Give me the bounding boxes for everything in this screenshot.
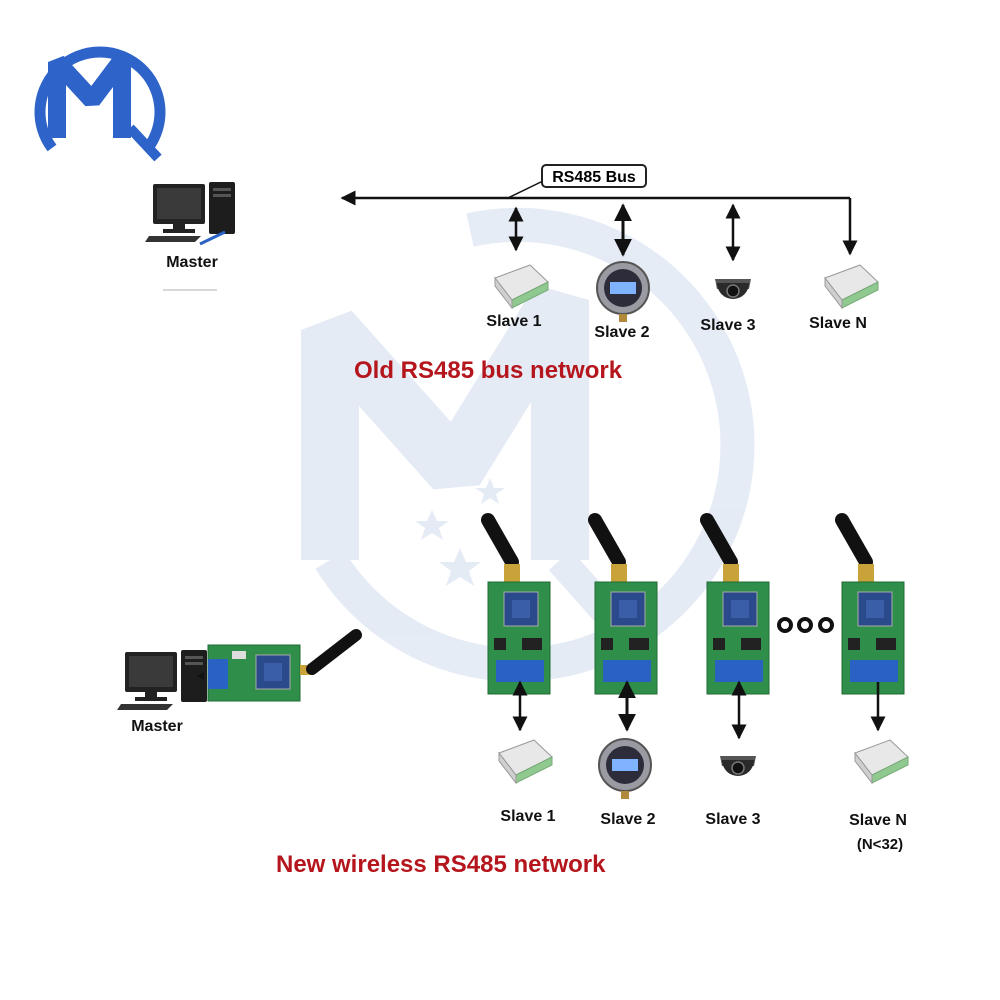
new-slave-2-label: Slave 2 xyxy=(600,811,656,828)
old-slave-n-scale-icon xyxy=(824,264,879,310)
old-master-label: Master xyxy=(166,254,218,271)
new-slave-n-label: Slave N xyxy=(849,812,907,829)
computer-icon xyxy=(117,650,207,710)
mq-logo xyxy=(34,46,166,162)
old-slave-3-dome-camera-icon xyxy=(715,279,751,299)
master-wireless-module-icon xyxy=(207,629,362,702)
new-slave-1-label: Slave 1 xyxy=(500,808,556,825)
rs485-bus-line xyxy=(340,179,858,262)
slave-connection-arrows xyxy=(512,680,886,740)
old-slave-2-meter-icon xyxy=(596,261,650,322)
new-master-label: Master xyxy=(131,718,183,735)
slave-2-wireless-module-icon xyxy=(588,513,658,695)
slave-limit-note: (N<32) xyxy=(856,836,904,853)
old-slave-1-scale-icon xyxy=(494,264,549,310)
new-slave-3-dome-camera-icon xyxy=(720,756,756,776)
connection-arrow xyxy=(197,672,204,680)
new-slave-n-scale-icon xyxy=(854,739,909,785)
slave-3-wireless-module-icon xyxy=(700,513,770,695)
new-slave-1-scale-icon xyxy=(498,739,553,785)
new-slave-2-meter-icon xyxy=(598,738,652,799)
slave-n-wireless-module-icon xyxy=(835,513,905,695)
computer-icon xyxy=(145,182,235,246)
old-network-title: Old RS485 bus network xyxy=(354,357,623,384)
old-slave-1-label: Slave 1 xyxy=(486,313,542,330)
new-slave-3-label: Slave 3 xyxy=(705,811,761,828)
ellipsis-icon xyxy=(777,617,834,633)
old-slave-3-label: Slave 3 xyxy=(700,317,756,334)
rs485-bus-label: RS485 Bus xyxy=(541,164,647,188)
old-slave-n-label: Slave N xyxy=(809,315,867,332)
old-slave-2-label: Slave 2 xyxy=(594,324,650,341)
new-network-title: New wireless RS485 network xyxy=(276,851,606,878)
